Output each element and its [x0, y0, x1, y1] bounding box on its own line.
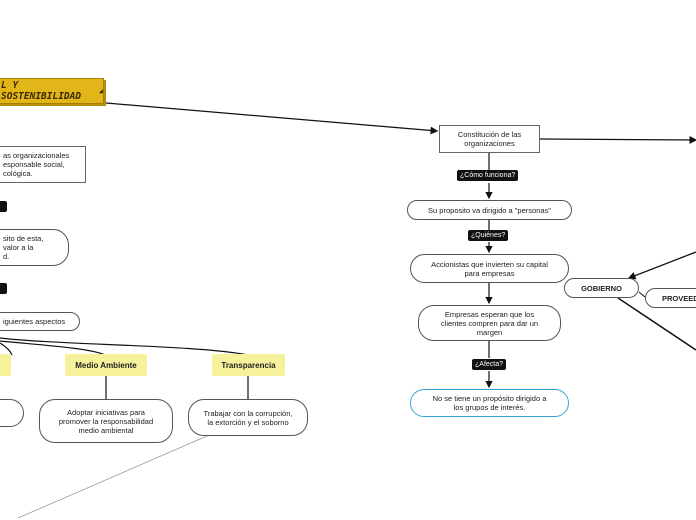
- proveedores-text: PROVEED: [662, 293, 696, 303]
- tag-como-funciona[interactable]: ¿Cómo funciona?: [457, 170, 519, 181]
- no-proposito-text: No se tiene un propósito dirigido a los …: [432, 394, 547, 412]
- empresas-node[interactable]: Empresas esperan que los clientes compre…: [418, 305, 561, 341]
- expand-corner-icon: ◢: [98, 87, 103, 95]
- accionistas-node[interactable]: Accionistas que invierten su capital par…: [410, 254, 569, 283]
- category-medio-ambiente[interactable]: Medio Ambiente: [65, 354, 147, 376]
- gobierno-node[interactable]: GOBIERNO: [564, 278, 639, 298]
- proposito-text: Su proposito va dirigido a "personas": [428, 205, 551, 215]
- left-tag-2: [0, 283, 7, 294]
- left-box-proposito[interactable]: sito de esta, valor a la d.: [0, 229, 69, 266]
- no-proposito-node[interactable]: No se tiene un propósito dirigido a los …: [410, 389, 569, 417]
- constitucion-node[interactable]: Constitución de las organizaciones: [439, 125, 540, 153]
- tag-afecta[interactable]: ¿Afecta?: [472, 359, 507, 370]
- left-box-aspectos[interactable]: iguientes aspectos: [0, 312, 80, 331]
- left-partial-content-box[interactable]: [0, 399, 24, 427]
- transparencia-content[interactable]: Trabajar con la corrupción, la extorción…: [188, 399, 308, 436]
- gobierno-text: GOBIERNO: [581, 283, 622, 293]
- category-partial-left[interactable]: [0, 354, 11, 376]
- proveedores-node[interactable]: PROVEED: [645, 288, 696, 308]
- proposito-node[interactable]: Su proposito va dirigido a "personas": [407, 200, 572, 220]
- title-text: L Y SOSTENIBILIDAD: [1, 80, 82, 102]
- left-box-proposito-text: sito de esta, valor a la d.: [3, 234, 44, 261]
- tag-afecta-text: ¿Afecta?: [475, 361, 504, 368]
- empresas-text: Empresas esperan que los clientes compre…: [440, 309, 539, 337]
- central-topic-title[interactable]: L Y SOSTENIBILIDAD ◢: [0, 78, 104, 104]
- medio-ambiente-content-text: Adoptar iniciativas para promover la res…: [58, 407, 154, 435]
- tag-quienes[interactable]: ¿Quiénes?: [468, 230, 509, 241]
- transparencia-content-text: Trabajar con la corrupción, la extorción…: [203, 408, 293, 427]
- category-transparencia[interactable]: Transparencia: [212, 354, 285, 376]
- accionistas-text: Accionistas que invierten su capital par…: [431, 259, 548, 278]
- tag-quienes-text: ¿Quiénes?: [471, 232, 506, 239]
- tag-como-funciona-text: ¿Cómo funciona?: [460, 172, 516, 179]
- left-tag-1: [0, 201, 7, 212]
- left-box-organizacionales[interactable]: as organizacionales esponsable social, c…: [0, 146, 86, 183]
- left-box-aspectos-text: iguientes aspectos: [3, 317, 66, 326]
- category-transparencia-label: Transparencia: [221, 360, 276, 370]
- left-box-organizacionales-text: as organizacionales esponsable social, c…: [3, 151, 70, 178]
- medio-ambiente-content[interactable]: Adoptar iniciativas para promover la res…: [39, 399, 173, 443]
- category-medio-ambiente-label: Medio Ambiente: [75, 360, 137, 370]
- constitucion-text: Constitución de las organizaciones: [457, 130, 522, 148]
